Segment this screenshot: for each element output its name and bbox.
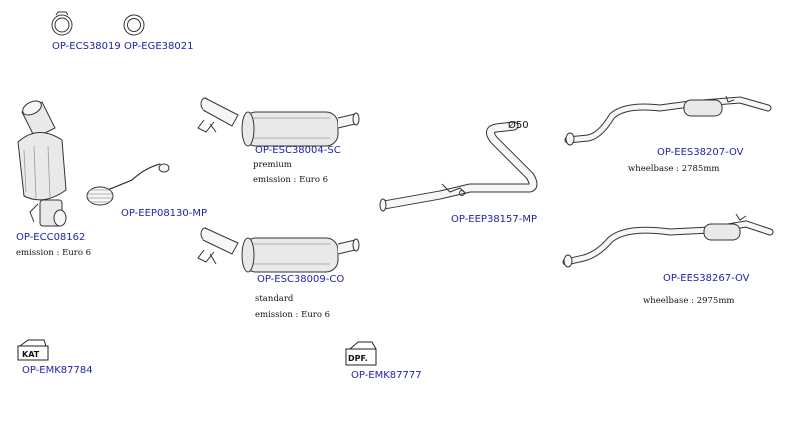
dpf-standard-part[interactable] [197, 227, 360, 273]
flex-pipe-part[interactable] [86, 163, 170, 206]
dpf-premium-note-emission: emission : Euro 6 [253, 175, 328, 185]
rear-silencer-long-part[interactable] [562, 213, 774, 268]
middle-pipe-part[interactable] [379, 121, 538, 212]
dpf-premium-code[interactable]: OP-ESC38004-SC [255, 145, 341, 156]
catalyst-note-emission: emission : Euro 6 [16, 248, 91, 258]
dpf-standard-code[interactable]: OP-ESC38009-CO [257, 274, 344, 285]
kat-kit-code[interactable]: OP-EMK87784 [22, 365, 93, 376]
rear-silencer-short-code[interactable]: OP-EES38207-OV [657, 147, 744, 158]
dpf-standard-note-type: standard [255, 294, 294, 304]
gasket-code[interactable]: OP-EGE38021 [124, 41, 194, 52]
rear-silencer-short-part[interactable] [564, 95, 772, 146]
middle-pipe-diameter: Ø50 [508, 119, 529, 131]
middle-pipe-code[interactable]: OP-EEP38157-MP [451, 214, 537, 225]
gasket-part[interactable] [123, 14, 145, 36]
rear-silencer-short-note: wheelbase : 2785mm [628, 164, 719, 174]
catalyst-code[interactable]: OP-ECC08162 [16, 232, 85, 243]
dpf-kit-code[interactable]: OP-EMK87777 [351, 370, 422, 381]
clamp-part[interactable] [51, 11, 73, 36]
catalyst-part[interactable] [17, 98, 67, 227]
rear-silencer-long-note: wheelbase : 2975mm [643, 296, 734, 306]
dpf-premium-part[interactable] [197, 97, 360, 147]
dpf-premium-note-type: premium [253, 160, 292, 170]
clamp-code[interactable]: OP-ECS38019 [52, 41, 121, 52]
flex-pipe-code[interactable]: OP-EEP08130-MP [121, 208, 207, 219]
dpf-standard-note-emission: emission : Euro 6 [255, 310, 330, 320]
svg-text:DPF.: DPF. [348, 354, 368, 363]
svg-text:KAT: KAT [22, 350, 40, 359]
rear-silencer-long-code[interactable]: OP-EES38267-OV [663, 273, 750, 284]
kat-kit-icon[interactable]: KAT [17, 339, 49, 361]
dpf-kit-icon[interactable]: DPF. [345, 341, 377, 366]
